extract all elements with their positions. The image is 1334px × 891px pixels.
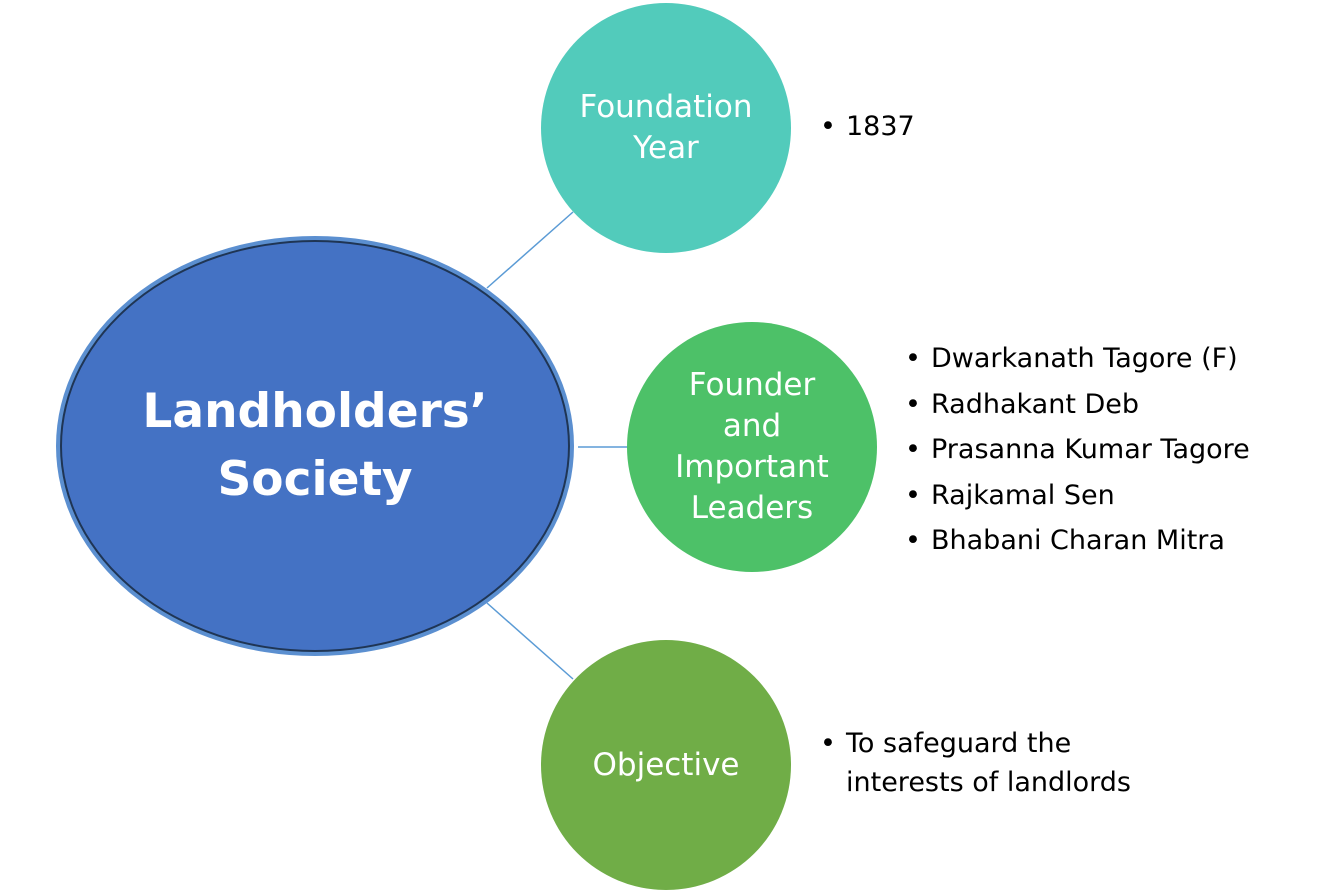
node-label-line: and	[722, 408, 782, 444]
node-founder-leaders: Founder and Important Leaders	[627, 322, 877, 572]
list-item: To safeguard the interests of landlords	[818, 724, 1166, 802]
node-label-line: Objective	[592, 746, 740, 783]
center-title-line1: Landholders’	[142, 384, 488, 439]
node-label-line: Year	[633, 130, 699, 166]
objective-list: To safeguard the interests of landlords	[818, 724, 1166, 802]
list-item: 1837	[818, 108, 915, 146]
node-foundation-year: Foundation Year	[541, 3, 791, 253]
center-title-line2: Society	[217, 452, 413, 507]
node-label-line: Founder	[688, 367, 816, 403]
list-item: Bhabani Charan Mitra	[903, 518, 1250, 564]
connector-objective	[486, 602, 574, 680]
node-label-line: Important	[675, 449, 829, 485]
founder-leaders-list: Dwarkanath Tagore (F) Radhakant Deb Pras…	[903, 336, 1250, 564]
center-node-landholders-society: Landholders’ Society	[60, 240, 570, 652]
connector-foundation	[486, 211, 574, 289]
node-label-line: Leaders	[690, 490, 814, 526]
node-objective: Objective	[541, 640, 791, 890]
list-item: Rajkamal Sen	[903, 473, 1250, 519]
list-item: Prasanna Kumar Tagore	[903, 427, 1250, 473]
node-label-line: Foundation	[579, 89, 753, 125]
list-item: Dwarkanath Tagore (F)	[903, 336, 1250, 382]
foundation-year-list: 1837	[818, 108, 915, 146]
list-item: Radhakant Deb	[903, 382, 1250, 428]
